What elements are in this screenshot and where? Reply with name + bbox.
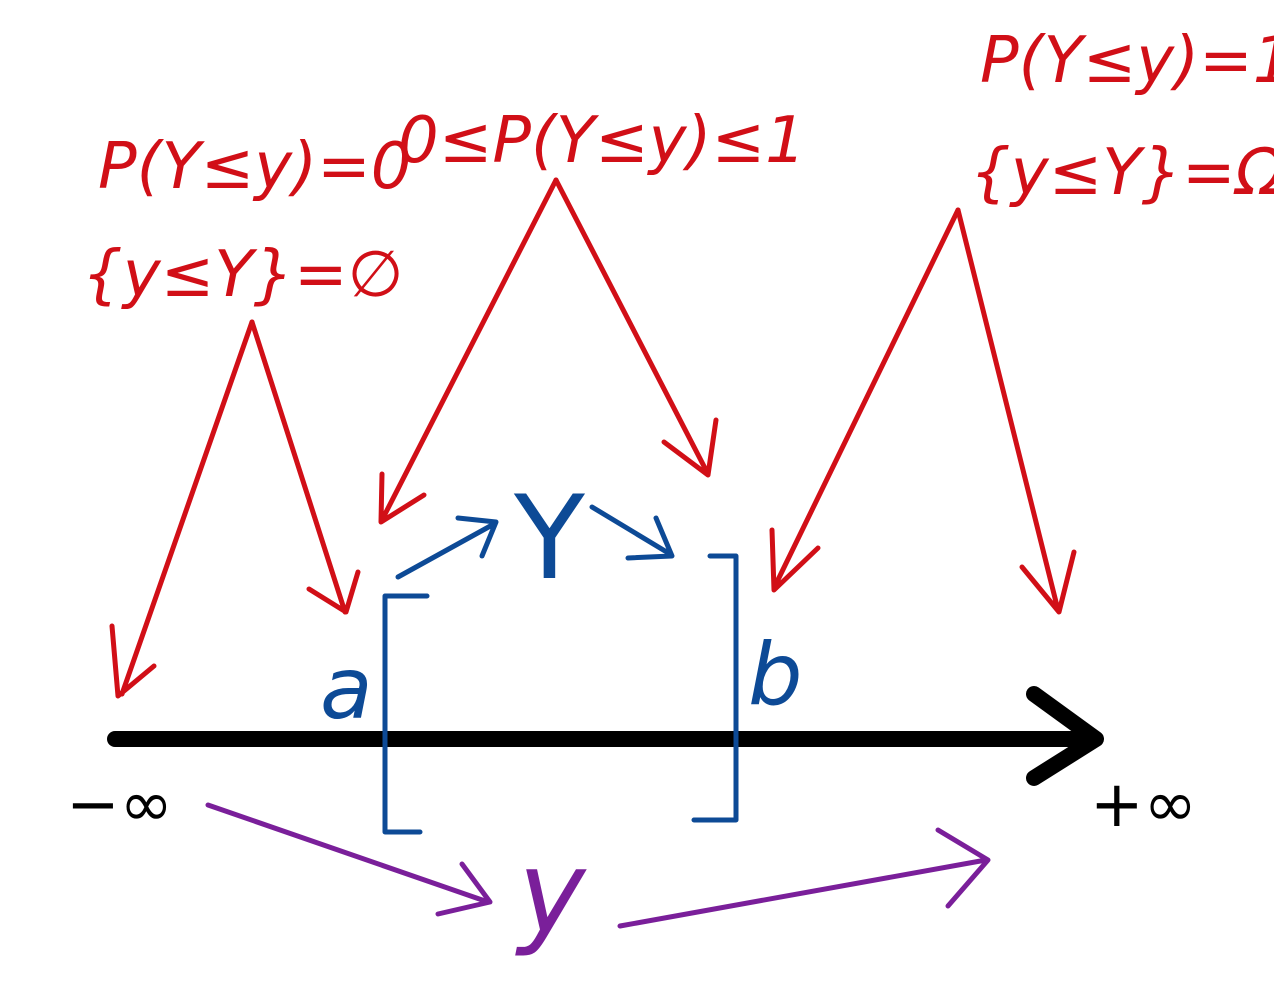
middle-annotation-arrow-right [553,177,719,478]
right-probability-label: P(Y≤y)=1 [980,24,1274,98]
lower-bound-label: a [320,639,373,739]
right-annotation-arrow-right [955,207,1077,615]
left-probability-label: P(Y≤y)=0 [98,130,411,204]
middle-annotation-arrow-left [378,177,559,525]
random-variable-arrow-right [589,504,675,561]
right-set-label: {y≤Y}=Ω [970,136,1274,210]
left-set-label: {y≤Y}=∅ [82,238,403,312]
threshold-label: y [515,826,587,959]
threshold-arrow-left [205,802,493,917]
positive-infinity-label: +∞ [1090,768,1197,842]
random-variable-label: Y [513,471,586,606]
middle-probability-label: 0≤P(Y≤y)≤1 [398,104,806,178]
interval-right-bracket [691,553,739,823]
threshold-arrow-right [617,827,991,929]
right-annotation-arrow-left [769,207,961,593]
upper-bound-label: b [748,625,803,725]
random-variable-arrow-left [395,515,499,580]
left-annotation-arrow-right [249,319,361,615]
axis-arrowhead-icon [1026,686,1104,786]
interval-left-bracket [382,593,430,835]
negative-infinity-label: −∞ [66,768,173,842]
left-annotation-arrow-left [109,319,255,699]
